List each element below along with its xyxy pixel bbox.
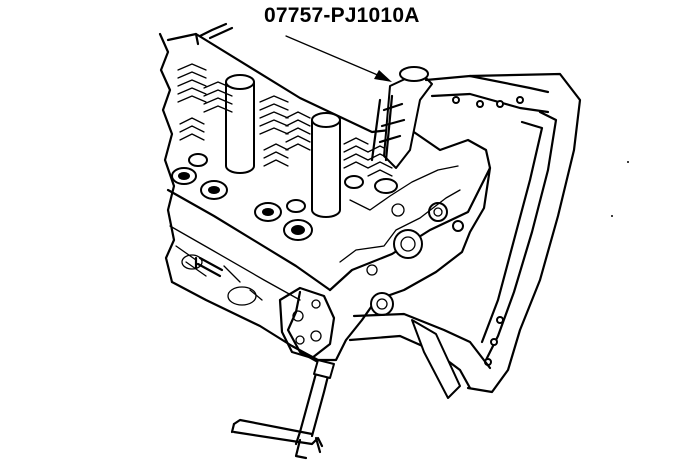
cylinder-head-illustration [158, 22, 492, 364]
valve-bores [171, 153, 398, 241]
t-handle-icon [230, 418, 324, 460]
leader-arrow-icon [285, 35, 392, 82]
valve-spring-compressor-icon [294, 66, 582, 446]
tool-part-number-label: 07757-PJ1010A [264, 4, 420, 27]
valve-springs [177, 63, 393, 177]
